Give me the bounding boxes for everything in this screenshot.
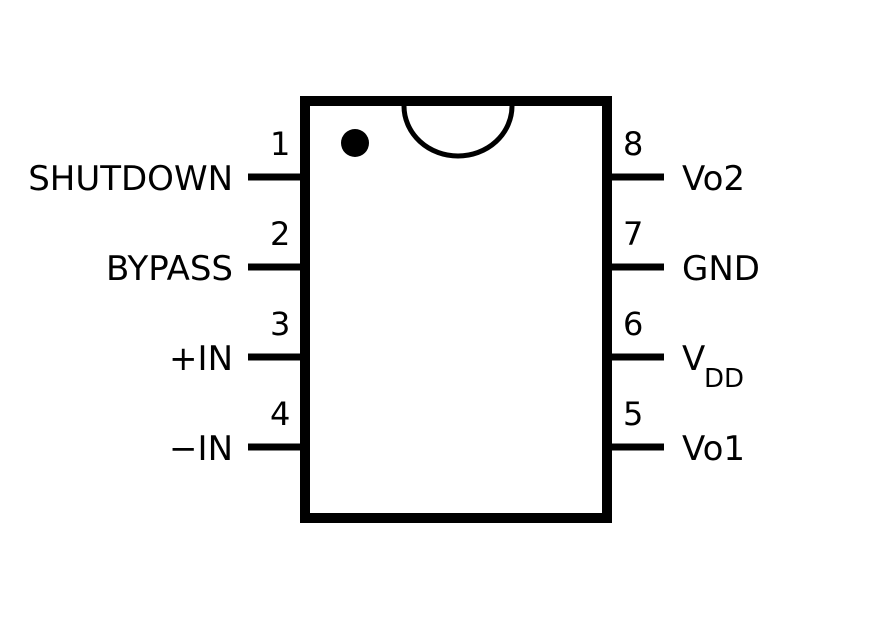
pin-label: BYPASS [106,249,233,289]
pin-number: 8 [623,125,643,163]
ic-body [300,96,612,523]
pin-label-subscript: DD [704,364,744,394]
pin-label: Vo2 [682,159,745,199]
pin-1: 1 SHUTDOWN [28,125,305,199]
pin-label: −IN [169,429,233,469]
pin-number: 3 [270,305,290,343]
pin-number: 2 [270,215,290,253]
pin1-dot-marker [341,129,369,157]
pin-number: 4 [270,395,290,433]
pin-label: Vo1 [682,429,745,469]
pin-label: +IN [169,339,233,379]
pin-5: 5 Vo1 [607,395,745,469]
pin-number: 7 [623,215,643,253]
pin-label: GND [682,249,760,289]
pin-4: 4 −IN [169,395,305,469]
pin-number: 1 [270,125,290,163]
pin-number: 5 [623,395,643,433]
pin-7: 7 GND [607,215,760,289]
pin1-notch [401,105,515,159]
pin-6: 6 V DD [607,305,744,394]
pin-label: V [682,339,705,379]
pin-2: 2 BYPASS [106,215,305,289]
pin-label: SHUTDOWN [28,159,233,199]
pin-number: 6 [623,305,643,343]
pin-8: 8 Vo2 [607,125,745,199]
pin-3: 3 +IN [169,305,305,379]
